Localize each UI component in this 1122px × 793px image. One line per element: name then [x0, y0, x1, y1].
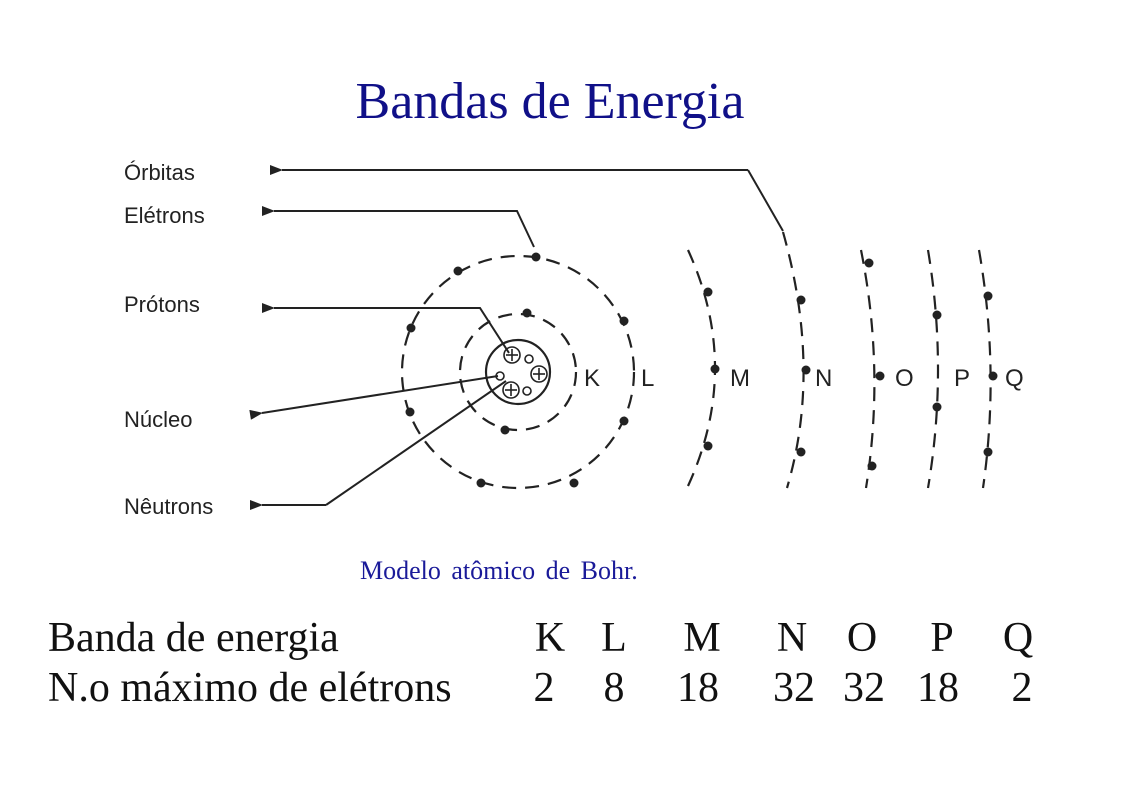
shell-label-o: O — [895, 365, 914, 392]
electron — [704, 442, 713, 451]
electron — [406, 408, 415, 417]
band-cell: N — [762, 614, 822, 662]
electron — [797, 296, 806, 305]
electron — [523, 309, 532, 318]
orbit-p — [928, 250, 938, 488]
band-cell: M — [672, 614, 732, 662]
neutron-icon — [523, 387, 531, 395]
electron — [407, 324, 416, 333]
arrow-eletrons — [274, 211, 534, 247]
electron — [933, 403, 942, 412]
max-electrons-cell: 2 — [992, 664, 1052, 712]
max-electrons-cell: 32 — [764, 664, 824, 712]
row-header-bands: Banda de energia — [48, 614, 339, 662]
electron — [984, 292, 993, 301]
max-electrons-cell: 18 — [668, 664, 728, 712]
band-cell: Q — [988, 614, 1048, 662]
electron — [802, 366, 811, 375]
electron — [620, 417, 629, 426]
label-neutrons: Nêutrons — [124, 494, 213, 519]
shell-label-p: P — [954, 365, 970, 392]
orbit-o — [861, 250, 874, 488]
label-nucleo: Núcleo — [124, 407, 192, 432]
max-electrons-cell: 32 — [834, 664, 894, 712]
electron — [865, 259, 874, 268]
band-cell: P — [912, 614, 972, 662]
electron — [933, 311, 942, 320]
shell-label-m: M — [730, 365, 750, 392]
shell-label-n: N — [815, 365, 832, 392]
arrow-nucleo — [262, 376, 498, 413]
label-eletrons: Elétrons — [124, 203, 205, 228]
shell-label-l: L — [641, 365, 654, 392]
band-cell: K — [520, 614, 580, 662]
leader-orbitas — [748, 170, 783, 231]
figure-caption: Modelo atômico de Bohr. — [360, 556, 638, 586]
electron — [501, 426, 510, 435]
orbit-k — [460, 314, 576, 430]
max-electrons-cell: 18 — [908, 664, 968, 712]
band-cell: O — [832, 614, 892, 662]
max-electrons-cell: 2 — [514, 664, 574, 712]
electron — [570, 479, 579, 488]
electron — [454, 267, 463, 276]
electron — [984, 448, 993, 457]
row-header-max-electrons: N.o máximo de elétrons — [48, 664, 452, 712]
band-cell: L — [584, 614, 644, 662]
electron — [797, 448, 806, 457]
arrow-protons — [274, 308, 509, 353]
electron — [989, 372, 998, 381]
max-electrons-cell: 8 — [584, 664, 644, 712]
electron — [532, 253, 541, 262]
electron — [704, 288, 713, 297]
label-orbitas: Órbitas — [124, 160, 195, 185]
label-protons: Prótons — [124, 292, 200, 317]
electron — [711, 365, 720, 374]
electron — [477, 479, 486, 488]
shell-label-k: K — [584, 365, 600, 392]
neutron-icon — [525, 355, 533, 363]
electron — [868, 462, 877, 471]
shell-label-q: Q — [1005, 365, 1024, 392]
electron — [876, 372, 885, 381]
electron — [620, 317, 629, 326]
